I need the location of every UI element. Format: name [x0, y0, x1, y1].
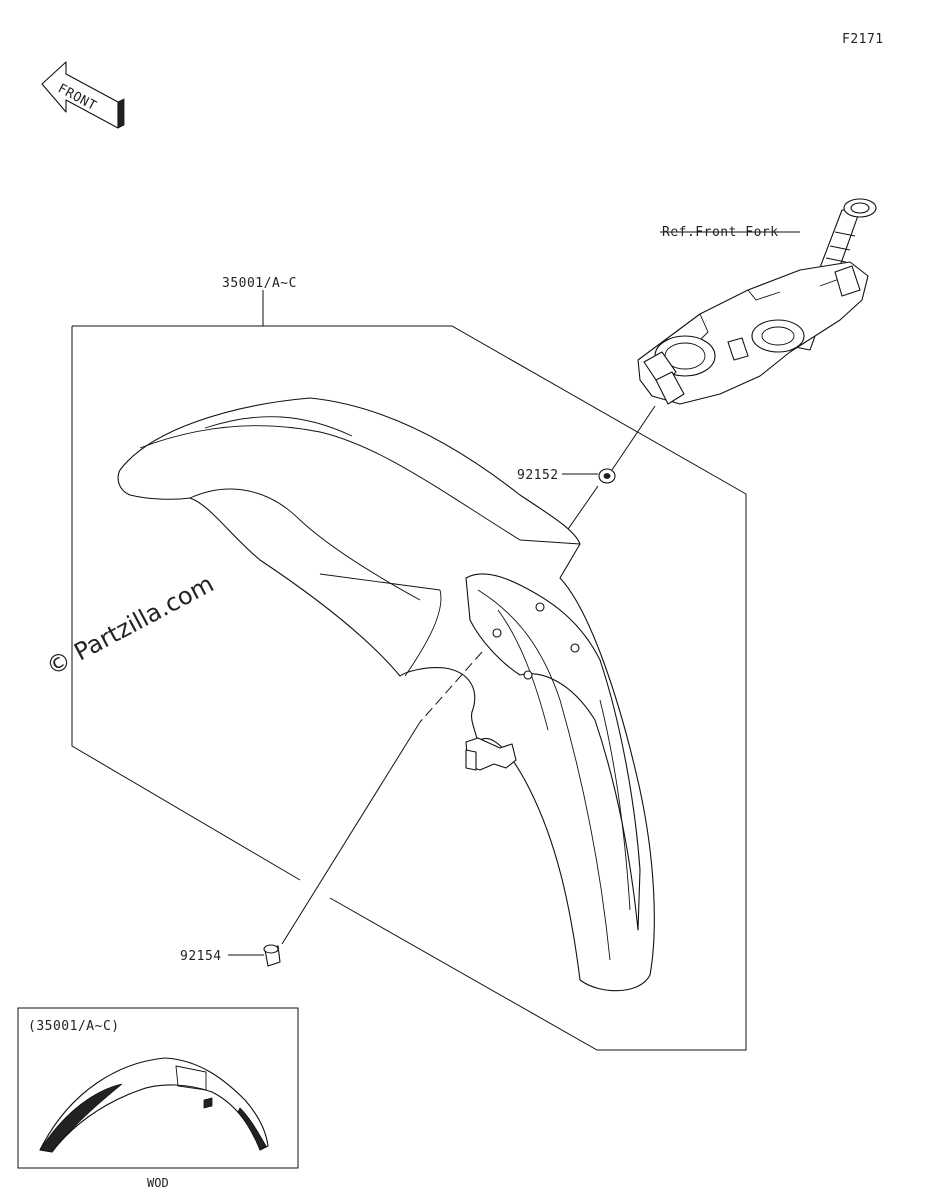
ref-front-fork-label: Ref.Front Fork: [662, 225, 779, 240]
front-fender: [117, 397, 655, 992]
part-number-92154: 92154: [180, 949, 222, 964]
collar-92152: [598, 468, 616, 484]
part-number-92152: 92152: [517, 468, 559, 483]
mount-hole: [535, 602, 545, 612]
front-fork-steering-stem: [637, 198, 877, 405]
assembly-outline: [71, 290, 747, 1051]
front-direction-arrow: FRONT: [41, 61, 125, 129]
figure-code: F2171: [842, 32, 884, 47]
part-number-35001: 35001/A~C: [222, 276, 297, 291]
bolt-92154: [263, 944, 281, 967]
watermark: © Partzilla.com: [42, 570, 219, 682]
mount-hole: [570, 643, 580, 653]
inset-variant: (35001/A~C): [17, 1007, 299, 1169]
inset-part-label: (35001/A~C): [28, 1019, 120, 1034]
mount-hole: [492, 628, 502, 638]
inset-caption: WOD: [147, 1176, 169, 1190]
mount-hole: [523, 670, 533, 680]
